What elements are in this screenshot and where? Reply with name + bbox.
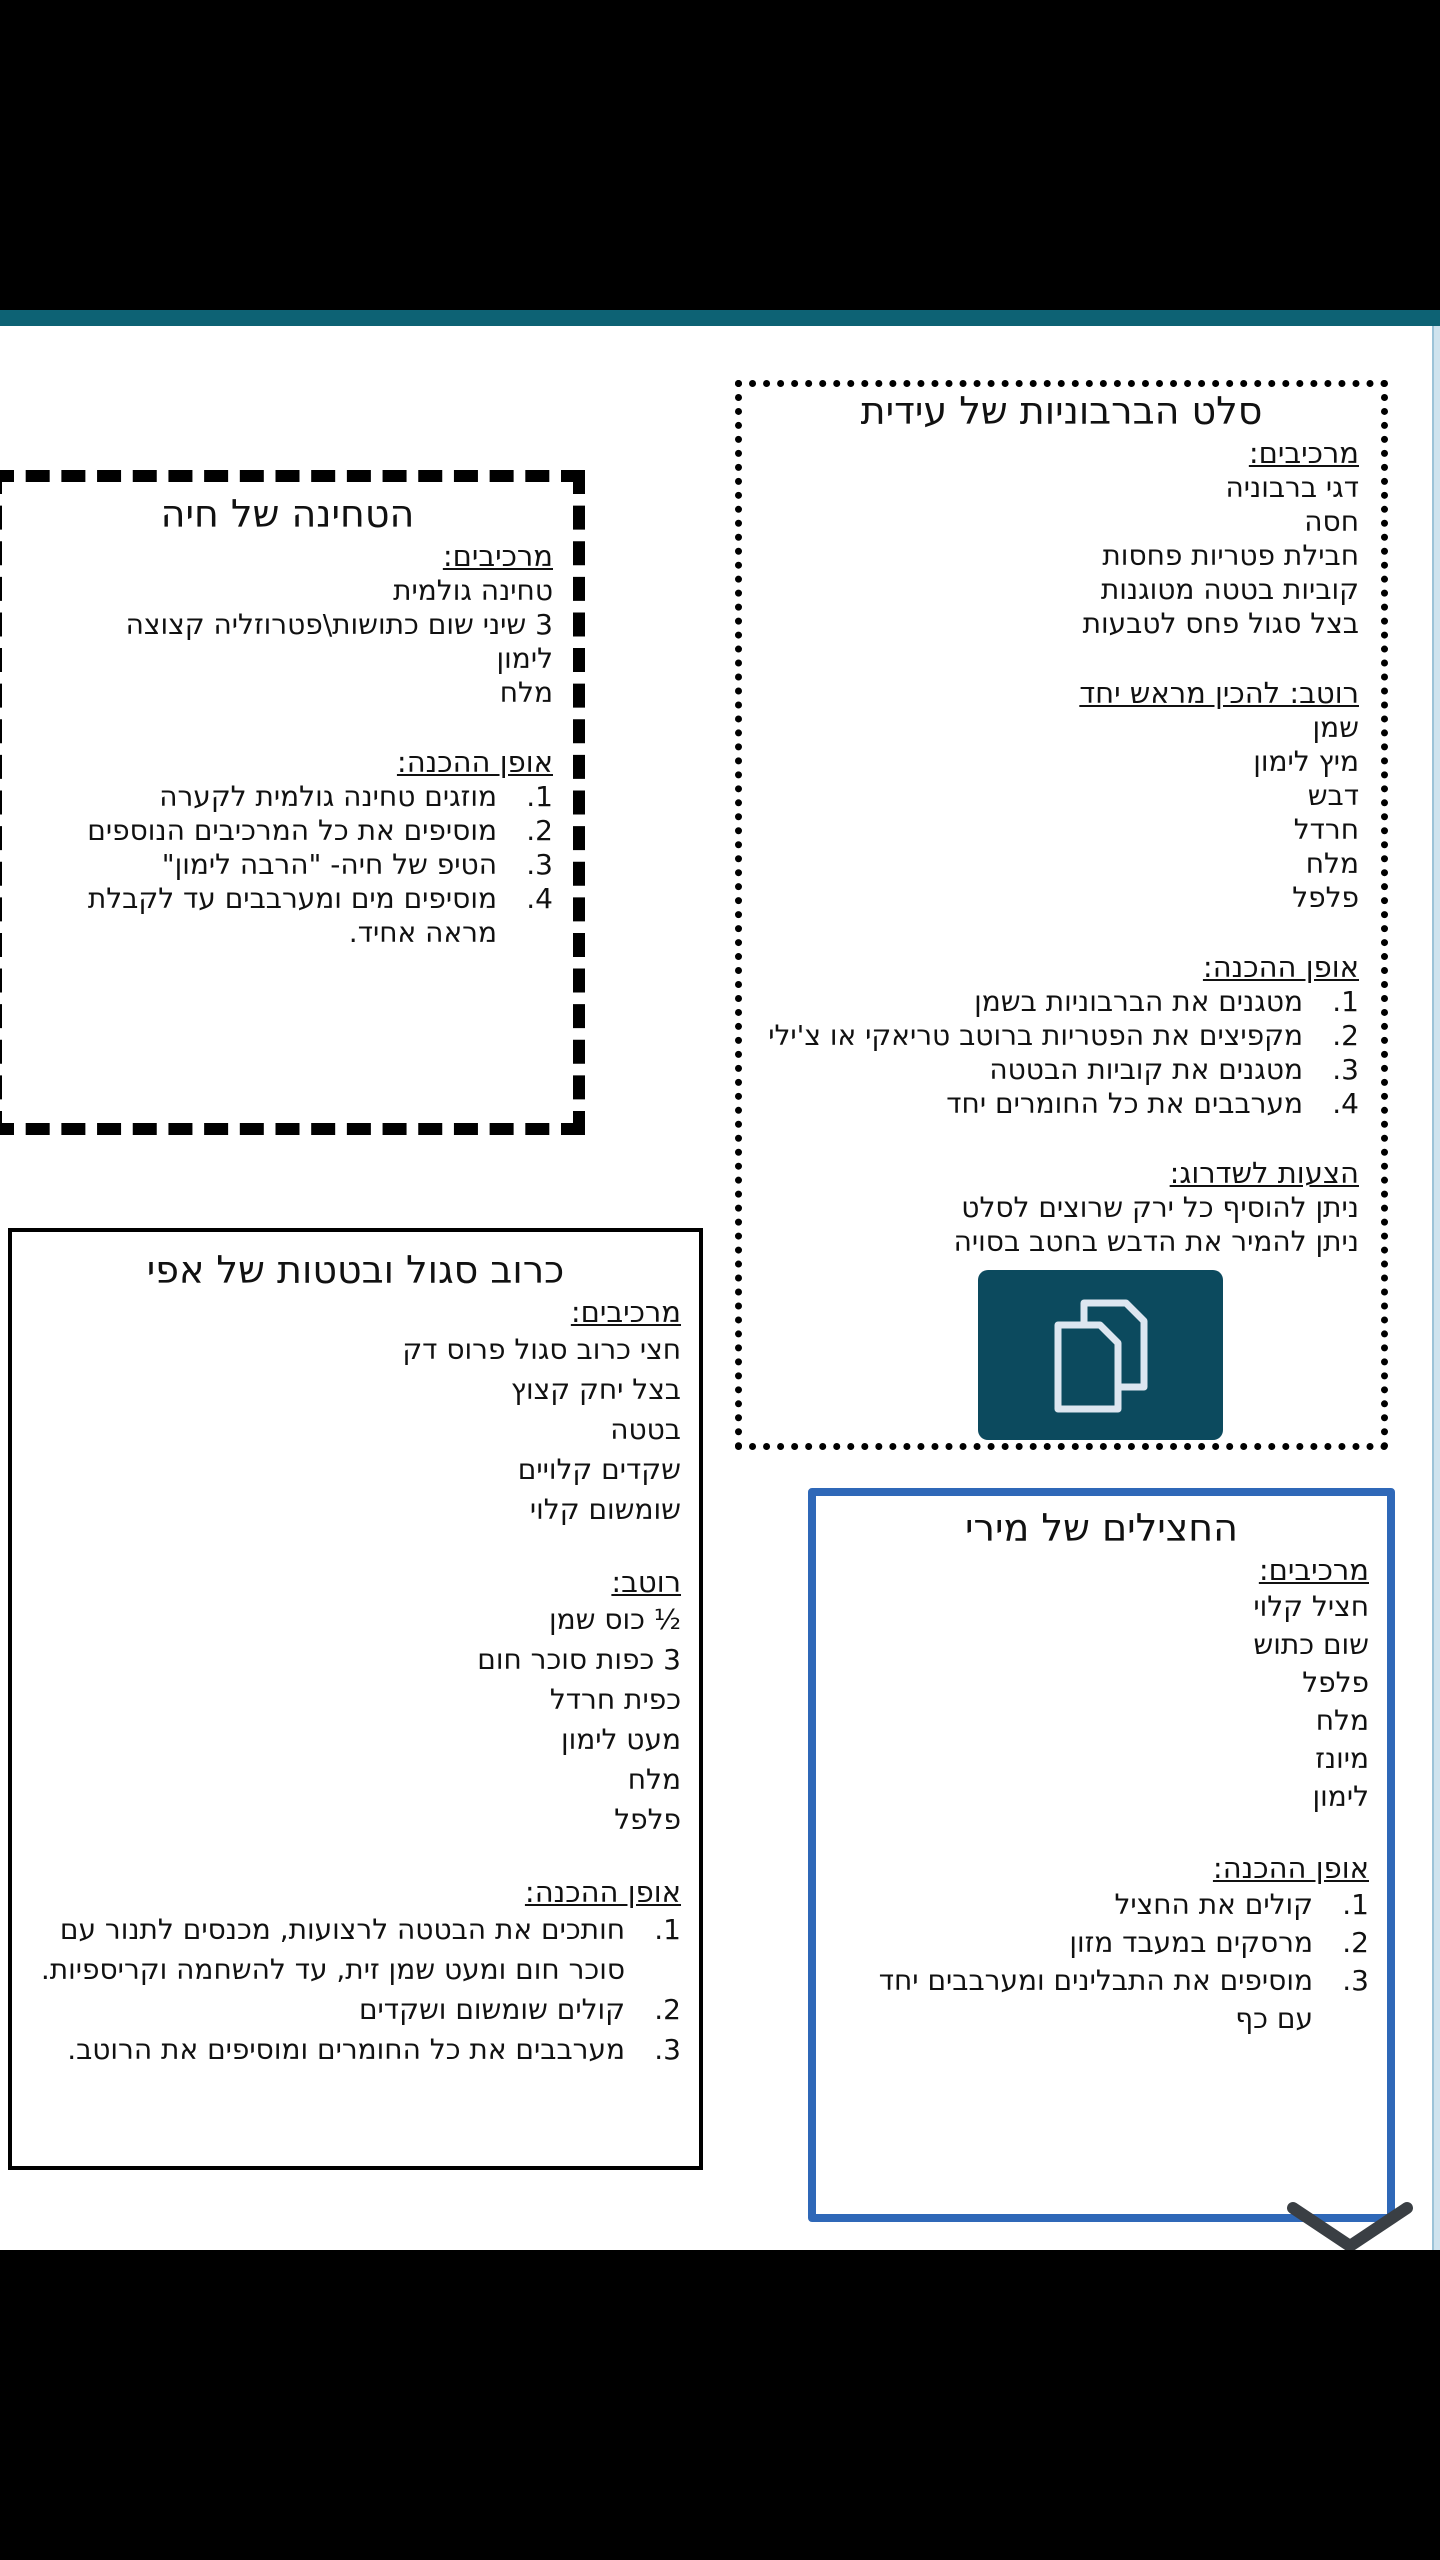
sauce-item: מלח xyxy=(627,1763,681,1796)
ingredient: חסה xyxy=(1304,505,1359,538)
ingredient: טחינה גולמית xyxy=(393,574,553,607)
prep-step: 1.מוזגים טחינה גולמית לקערה xyxy=(159,780,553,813)
ingredient: שומשום קלוי xyxy=(529,1493,681,1526)
tip: ניתן להוסיף כל ירק שרוצים לסלט xyxy=(961,1191,1359,1224)
ingredients-heading: מרכיבים: xyxy=(570,1295,681,1329)
ingredients-heading: מרכיבים: xyxy=(442,539,553,573)
prep-step: 2.קולים שומשום ושקדים xyxy=(358,1993,681,2026)
ingredient: מלח xyxy=(499,676,553,709)
prep-step: 3.מערבבים את כל החומרים ומוסיפים את הרוט… xyxy=(67,2033,681,2066)
recipe-title: כרוב סגול ובטטות של אפי xyxy=(146,1248,565,1292)
copy-icon xyxy=(1054,1299,1147,1413)
ingredient: בטטה xyxy=(610,1413,681,1446)
ingredient: קוביות בטטה מטוגנות xyxy=(1100,573,1359,606)
prep-step: 2.מקפיצים את הפטריות ברוטב טריאקי או צ'י… xyxy=(768,1019,1359,1052)
top-bar xyxy=(0,310,1440,326)
sauce-item: מעט לימון xyxy=(560,1723,681,1756)
prep-step: 3.מטגנים את קוביות הבטטה xyxy=(989,1053,1359,1086)
prep-steps: 1.מטגנים את הברבוניות בשמן 2.מקפיצים את … xyxy=(764,985,1359,1121)
ingredient: בצל סגול פחס לטבעות xyxy=(1082,607,1359,640)
prep-step: 3.הטיפ של חיה- "הרבה לימון" xyxy=(161,848,553,881)
prep-step: 1.קולים את החציל xyxy=(1114,1888,1369,1921)
ingredient: מיונז xyxy=(1315,1742,1369,1775)
sauce-item: ½ כוס שמן xyxy=(548,1603,681,1636)
recipe-title: סלט הברבוניות של עידית xyxy=(860,389,1263,433)
tip: ניתן להמיר את הדבש בחטב בסויה xyxy=(953,1225,1359,1258)
sauce-item: שמן xyxy=(1312,711,1359,744)
tips-heading: הצעות לשדרוג: xyxy=(1169,1156,1359,1190)
ingredients-heading: מרכיבים: xyxy=(1258,1553,1369,1587)
recipe-card-idit: סלט הברבוניות של עידית מרכיבים: דגי ברבו… xyxy=(735,380,1388,1450)
prep-step: 3.מוסיפים את התבלינים ומערבבים יחד עם כף xyxy=(878,1964,1369,2035)
prep-heading: אופן ההכנה: xyxy=(1202,950,1359,984)
sauce-item: פלפל xyxy=(614,1803,681,1836)
prep-steps: 1.מוזגים טחינה גולמית לקערה 2.מוסיפים את… xyxy=(22,780,553,950)
ingredient: מלח xyxy=(1315,1704,1369,1737)
sauce-item: חרדל xyxy=(1293,813,1359,846)
ingredient: דגי ברבוניה xyxy=(1225,471,1359,504)
sauce-item: דבש xyxy=(1307,779,1359,812)
recipe-card-miri: החצילים של מירי מרכיבים: חציל קלוי שום כ… xyxy=(808,1488,1395,2222)
sauce-heading: רוטב: להכין מראש יחד xyxy=(1079,676,1359,710)
ingredient: שקדים קלויים xyxy=(517,1453,681,1486)
scrollbar[interactable] xyxy=(1432,326,1440,2250)
ingredient: 3 שיני שום כתושות\פטרוזליה קצוצה xyxy=(125,608,553,641)
sauce-heading: רוטב: xyxy=(611,1565,681,1599)
ingredient: שום כתוש xyxy=(1253,1628,1369,1661)
copy-button[interactable] xyxy=(978,1270,1223,1440)
prep-step: 4.מערבבים את כל החומרים יחד xyxy=(946,1087,1359,1120)
prep-step: 2.מוסיפים את כל המרכיבים הנוספים xyxy=(87,814,553,847)
ingredients-heading: מרכיבים: xyxy=(1248,436,1359,470)
prep-step: 1.חותכים את הבטטה לרצועות, מכנסים לתנור … xyxy=(40,1913,681,1986)
recipe-card-efi: כרוב סגול ובטטות של אפי מרכיבים: חצי כרו… xyxy=(8,1228,703,2170)
chevron-down-icon[interactable] xyxy=(1285,2200,1415,2250)
ingredient: חצי כרוב סגול פרוס דק xyxy=(402,1333,681,1366)
sauce-item: מיץ לימון xyxy=(1253,745,1359,778)
prep-heading: אופן ההכנה: xyxy=(1212,1851,1369,1885)
ingredient: בצל יחק קצוץ xyxy=(510,1373,681,1406)
recipe-title: החצילים של מירי xyxy=(965,1506,1238,1550)
prep-step: 2.מרסקים במעבד מזון xyxy=(1069,1926,1369,1959)
prep-heading: אופן ההכנה: xyxy=(396,745,553,779)
prep-steps: 1.חותכים את הבטטה לרצועות, מכנסים לתנור … xyxy=(30,1910,681,2070)
recipe-title: הטחינה של חיה xyxy=(160,492,415,536)
ingredient: חבילת פטריות פחסות xyxy=(1102,539,1359,572)
ingredient: חציל קלוי xyxy=(1253,1590,1369,1623)
prep-steps: 1.קולים את החציל 2.מרסקים במעבד מזון 3.מ… xyxy=(834,1886,1369,2038)
ingredient: לימון xyxy=(1312,1780,1369,1813)
prep-step: 4.מוסיפים מים ומערבבים עד לקבלת מראה אחי… xyxy=(87,882,553,949)
prep-heading: אופן ההכנה: xyxy=(524,1875,681,1909)
prep-step: 1.מטגנים את הברבוניות בשמן xyxy=(974,985,1359,1018)
sauce-item: פלפל xyxy=(1292,881,1359,914)
recipe-card-haya: הטחינה של חיה מרכיבים: טחינה גולמית 3 שי… xyxy=(0,470,585,1135)
sauce-item: מלח xyxy=(1305,847,1359,880)
sauce-item: כפית חרדל xyxy=(549,1683,681,1716)
ingredient: לימון xyxy=(496,642,553,675)
ingredient: פלפל xyxy=(1302,1666,1369,1699)
sauce-item: 3 כפות סוכר חום xyxy=(477,1643,681,1676)
